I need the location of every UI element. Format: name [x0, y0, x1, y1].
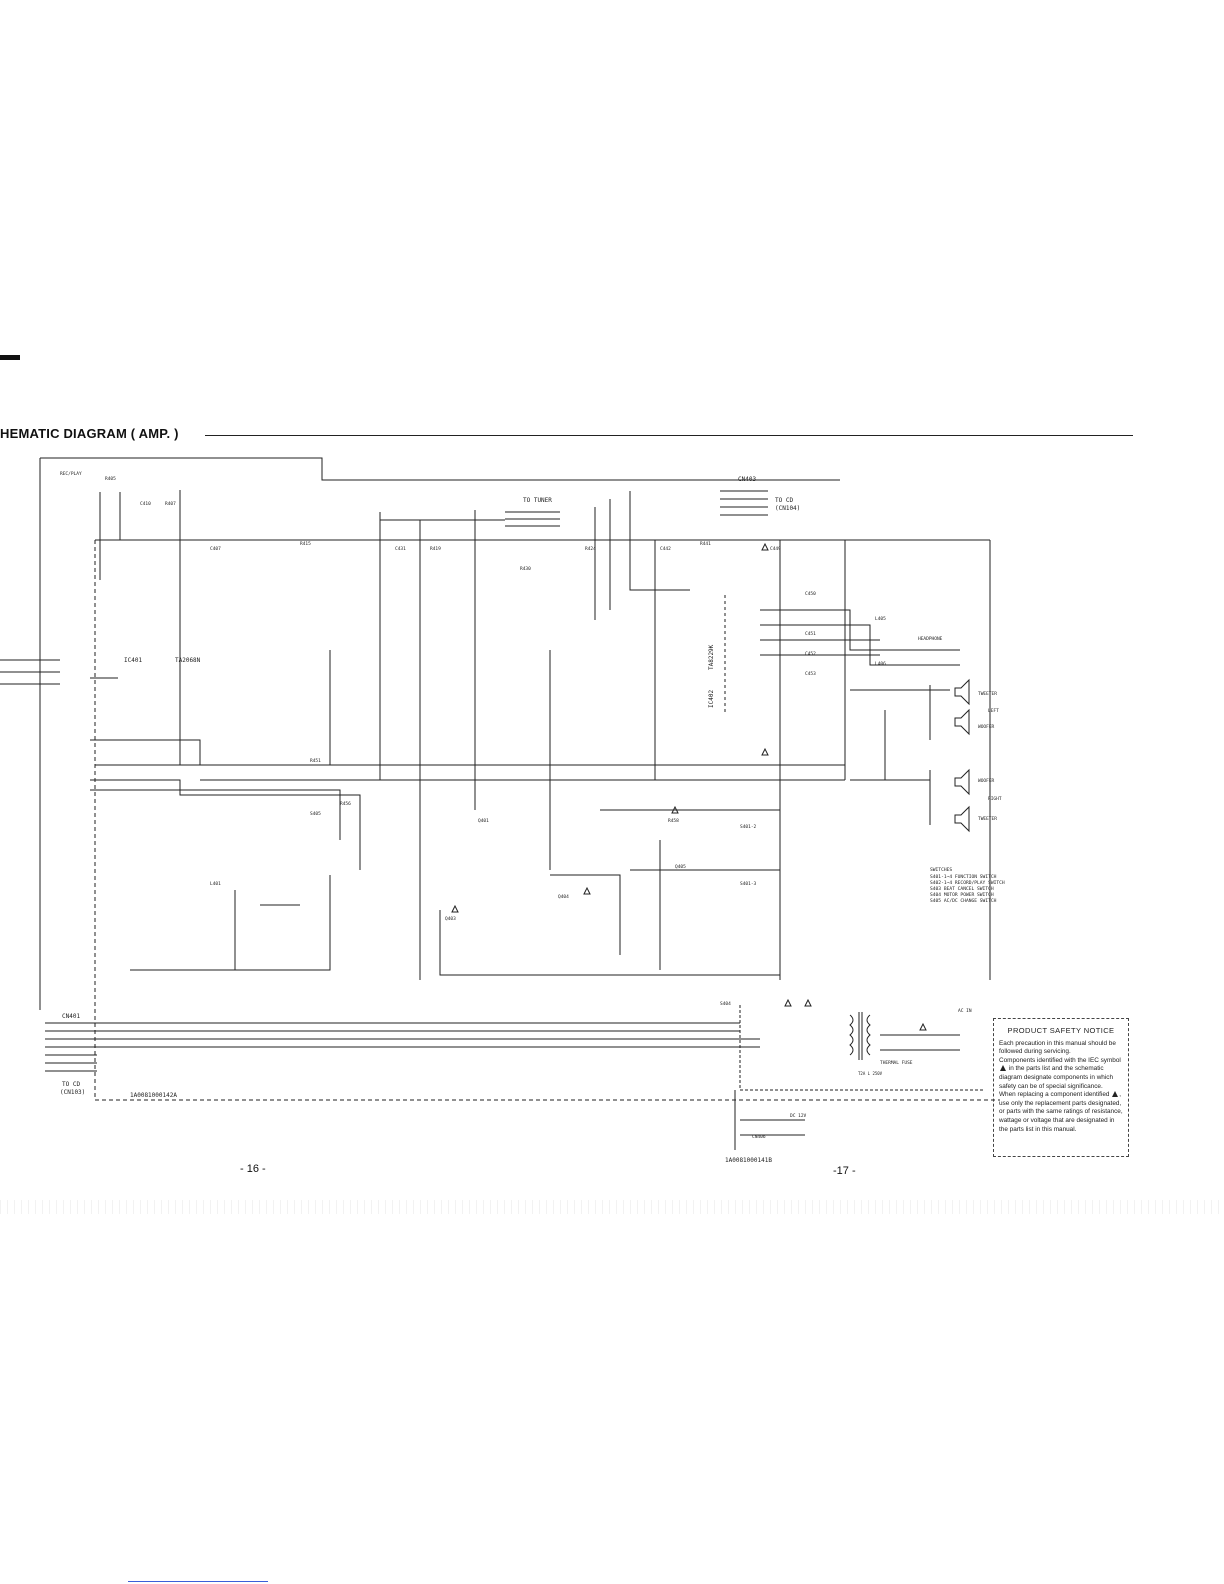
pcb-ref-left: 1A0081000142A — [130, 1092, 177, 1099]
svg-text:S401-3: S401-3 — [740, 881, 757, 887]
notice-line-3: When replacing a component identified , … — [999, 1091, 1123, 1134]
svg-text:L401: L401 — [210, 881, 221, 887]
svg-text:R430: R430 — [520, 566, 531, 572]
to-cd-top-label: TO CD — [775, 497, 793, 504]
tweeter-bottom-label: TWEETER — [978, 816, 997, 822]
ic401-label: IC401 — [124, 657, 142, 664]
switches-title: SWITCHES — [930, 867, 952, 873]
svg-text:C451: C451 — [805, 631, 816, 637]
svg-text:REC/PLAY: REC/PLAY — [60, 471, 82, 477]
cn403-label: CN403 — [738, 476, 756, 483]
switch-line-2: S402-1~4 RECORD/PLAY SWITCH — [930, 880, 1005, 886]
svg-text:C449: C449 — [770, 546, 781, 552]
svg-text:Q403: Q403 — [445, 916, 456, 922]
ac-in-label: AC IN — [958, 1008, 972, 1014]
svg-text:R458: R458 — [668, 818, 679, 824]
to-cd-top-connector: (CN104) — [775, 505, 800, 512]
woofer-top-label: WOOFER — [978, 724, 995, 730]
svg-text:C450: C450 — [805, 591, 816, 597]
svg-text:C410: C410 — [140, 501, 151, 507]
scan-noise — [0, 1200, 1224, 1214]
svg-text:S405: S405 — [310, 811, 321, 817]
cn401-label: CN401 — [62, 1013, 80, 1020]
svg-text:Q401: Q401 — [478, 818, 489, 824]
svg-text:S401-2: S401-2 — [740, 824, 757, 830]
svg-text:R419: R419 — [430, 546, 441, 552]
notice-line-1: Each precaution in this manual should be… — [999, 1039, 1116, 1056]
amp-schematic: REC/PLAY R405 C410 R407 C407 R415 C431 R… — [0, 457, 1005, 1164]
tuner-label: TO TUNER — [523, 497, 552, 504]
svg-text:L406: L406 — [875, 661, 886, 667]
page-corner-mark — [0, 355, 20, 360]
to-cd-bottom-label: TO CD — [62, 1081, 80, 1088]
pcb-ref-bottom: 1A0081000141B — [725, 1157, 772, 1164]
diagram-title: HEMATIC DIAGRAM ( AMP. ) — [0, 426, 179, 441]
svg-text:R424: R424 — [585, 546, 596, 552]
notice-line-3b: , use only the replacement parts designa… — [999, 1091, 1123, 1133]
notice-line-2a: Components identified with the IEC symbo… — [999, 1056, 1121, 1064]
svg-text:R456: R456 — [340, 801, 351, 807]
svg-text:CN406: CN406 — [752, 1134, 766, 1140]
warning-triangle-icon — [1112, 1091, 1119, 1098]
left-label: LEFT — [988, 708, 999, 714]
product-safety-notice: PRODUCT SAFETY NOTICE Each precaution in… — [993, 1018, 1129, 1157]
thermal-fuse-label: THERMAL FUSE — [880, 1060, 913, 1066]
svg-text:R441: R441 — [700, 541, 711, 547]
svg-text:L405: L405 — [875, 616, 886, 622]
warning-triangle-icon — [1000, 1065, 1006, 1072]
svg-text:R451: R451 — [310, 758, 321, 764]
svg-text:Q405: Q405 — [675, 864, 686, 870]
svg-text:Q404: Q404 — [558, 894, 569, 900]
headphone-label: HEADPHONE — [918, 636, 943, 642]
switch-line-1: S401-1~4 FUNCTION SWITCH — [930, 874, 997, 880]
footer-link-line — [128, 1581, 268, 1582]
ic402-part-label: TA8229K — [708, 644, 715, 670]
svg-text:C407: C407 — [210, 546, 221, 552]
page-number-left: - 16 - — [240, 1163, 266, 1175]
right-label: RIGHT — [988, 796, 1002, 802]
woofer-bottom-label: WOOFER — [978, 778, 995, 784]
page-number-right: -17 - — [833, 1165, 856, 1177]
notice-line-3a: When replacing a component identified — [999, 1091, 1110, 1099]
ic401-part-label: TA2068N — [175, 657, 201, 664]
to-cd-bottom-connector: (CN103) — [60, 1089, 85, 1096]
fuse-rating-label: T2A L 250V — [858, 1071, 883, 1076]
svg-text:C431: C431 — [395, 546, 406, 552]
svg-text:S404: S404 — [720, 1001, 731, 1007]
switch-line-3: S403 BEAT CANCEL SWITCH — [930, 886, 994, 892]
notice-line-2: Components identified with the IEC symbo… — [999, 1057, 1123, 1091]
switch-line-5: S405 AC/DC CHANGE SWITCH — [930, 898, 997, 904]
notice-line-2b: in the parts list and the schematic diag… — [999, 1065, 1114, 1090]
svg-text:R405: R405 — [105, 476, 116, 482]
svg-text:R407: R407 — [165, 501, 176, 507]
notice-title: PRODUCT SAFETY NOTICE — [1007, 1026, 1115, 1035]
svg-text:C452: C452 — [805, 651, 816, 657]
dc-in-label: DC 12V — [790, 1113, 807, 1119]
switch-line-4: S404 MOTOR POWER SWITCH — [930, 892, 994, 898]
ic402-label: IC402 — [708, 690, 715, 708]
svg-text:C453: C453 — [805, 671, 816, 677]
tweeter-top-label: TWEETER — [978, 691, 997, 697]
title-rule — [205, 435, 1133, 436]
svg-text:C442: C442 — [660, 546, 671, 552]
svg-text:R415: R415 — [300, 541, 311, 547]
